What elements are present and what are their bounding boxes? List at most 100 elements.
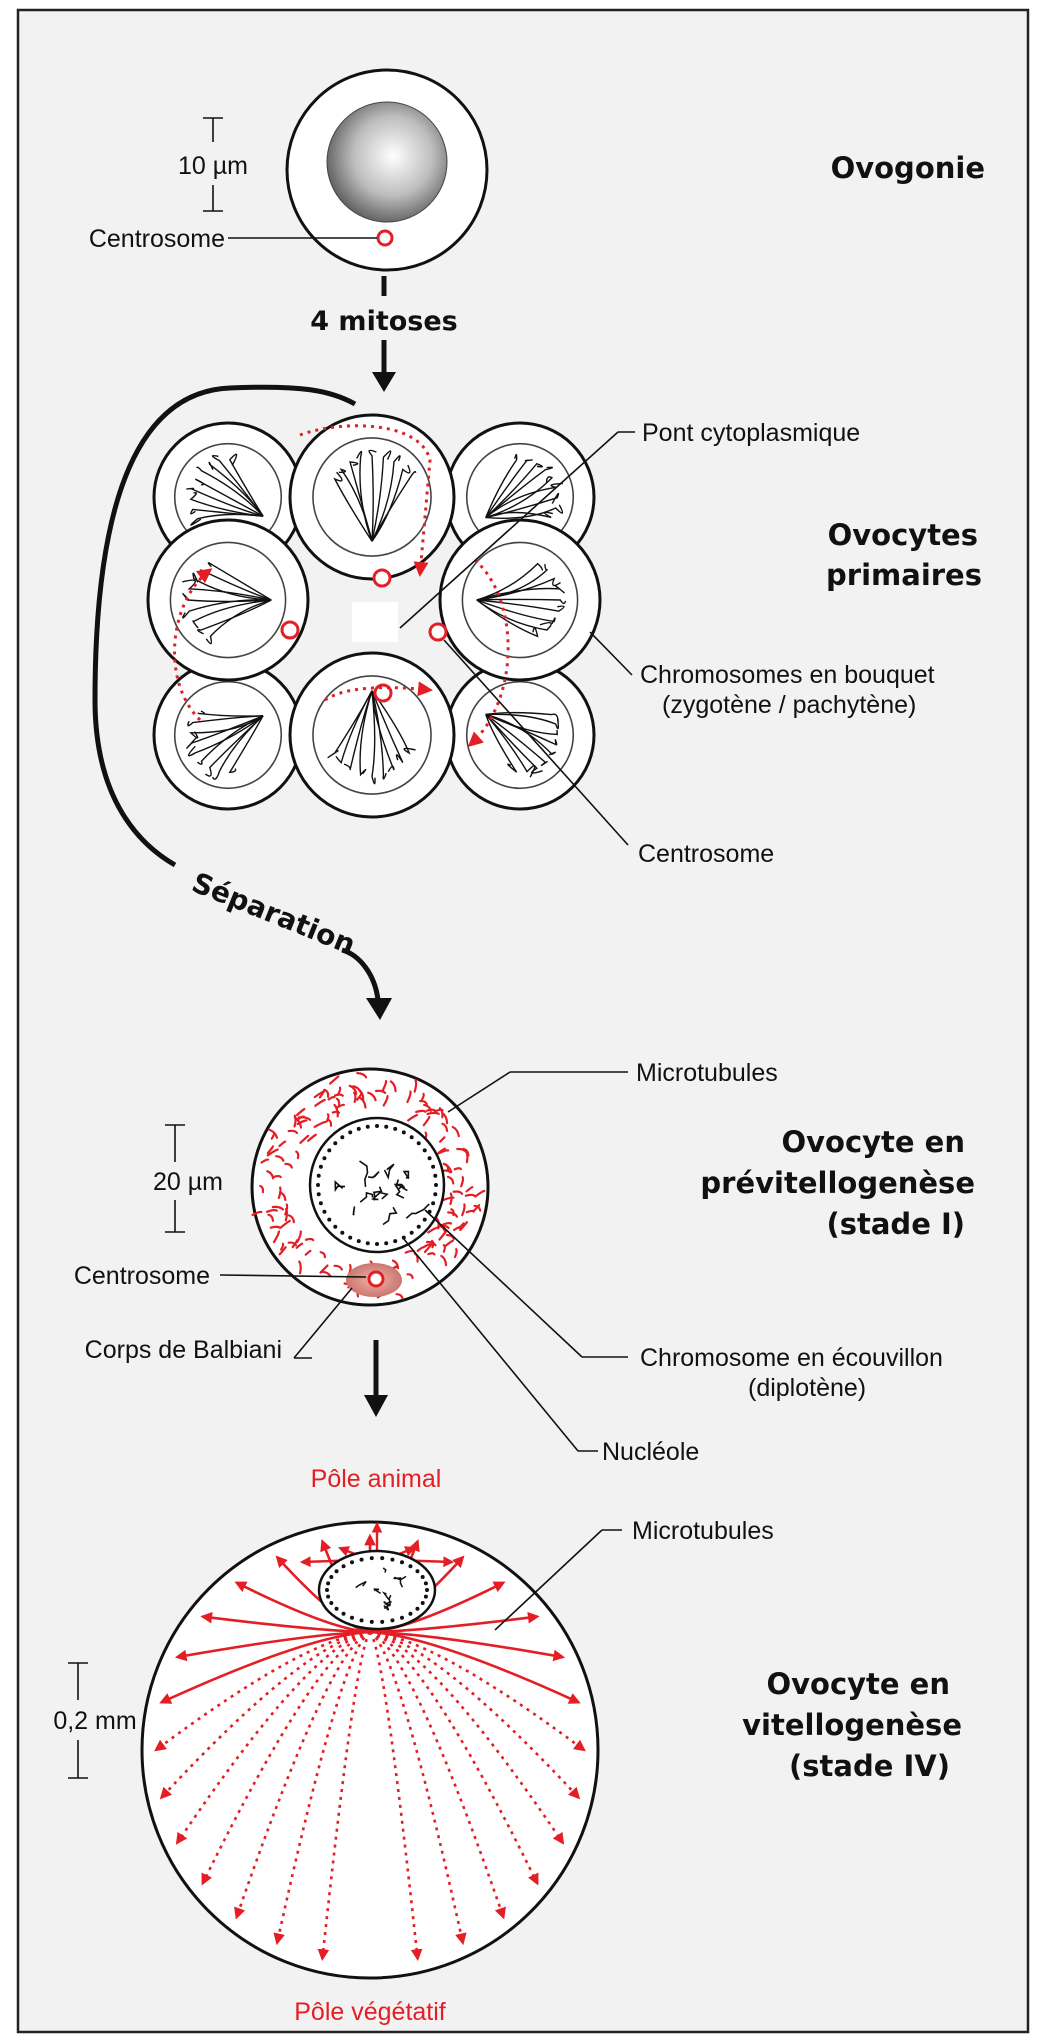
vitello-microtubule-array [369, 1630, 565, 1845]
microtubule-fragment [474, 1189, 486, 1198]
microtubule-fragment [265, 1209, 278, 1213]
microtubule-fragment [389, 1080, 397, 1093]
nuclear-pore [390, 1557, 395, 1562]
microtubule-fragment [295, 1150, 300, 1160]
nuclear-pore [434, 1183, 438, 1187]
vitello-microtubule-array [369, 1630, 539, 1886]
vitello-scale-label: 0,2 mm [53, 1707, 136, 1735]
nuclear-pore [340, 1135, 345, 1140]
microtubule-fragment [260, 1158, 270, 1164]
nuclear-pore [348, 1235, 353, 1240]
cyst-cell-nucleus [173, 680, 283, 790]
microtubule-fragment [446, 1175, 455, 1185]
microtubule-fragment [444, 1239, 455, 1247]
microtubule-fragment [266, 1145, 274, 1155]
cyst-cell-nucleus [312, 675, 432, 795]
microtubule-fragment [280, 1242, 285, 1251]
microtubule-fragment [445, 1234, 456, 1240]
microtubule-fragment [464, 1193, 476, 1197]
nuclear-pore [423, 1594, 428, 1599]
microtubule-fragment [259, 1184, 265, 1194]
microtubule-fragment [447, 1211, 459, 1218]
nuclear-pore [365, 1124, 370, 1129]
nuclear-pore [329, 1574, 334, 1579]
stage-arrow [364, 1340, 388, 1417]
bouquet-chromosome [194, 478, 264, 517]
microtubule-fragment [426, 1108, 437, 1112]
microtubule-fragment [437, 1147, 447, 1154]
bouquet-chromosome [485, 511, 554, 519]
microtubule-fragment [307, 1133, 317, 1142]
bouquet-chromosome [368, 449, 377, 542]
microtubule-fragment [328, 1075, 340, 1085]
vitello-microtubule-array [368, 1631, 423, 1961]
microtubule-fragment [287, 1129, 299, 1135]
microtubule-fragment [391, 1259, 400, 1270]
ovogonie-centrosome-label: Centrosome [89, 225, 225, 253]
vitello-chromosome [383, 1600, 392, 1607]
microtubule-fragment [472, 1204, 481, 1213]
microtubule-fragment [452, 1190, 464, 1195]
cyst-dashed-arrow [467, 558, 510, 748]
microtubule-fragment [459, 1221, 469, 1232]
nuclear-pore [322, 1209, 327, 1214]
microtubule-fragment [416, 1246, 424, 1252]
microtubule-fragment [395, 1293, 404, 1300]
microtubule-fragment [275, 1155, 285, 1162]
microtubule-fragment [333, 1264, 343, 1271]
bouquet-chromosome [197, 710, 264, 717]
bouquet-chromosome [476, 598, 567, 605]
microtubule-fragment [423, 1103, 433, 1112]
vitello-microtubule-array [317, 1631, 372, 1961]
nuclear-pore [326, 1594, 331, 1599]
ovogonie-nucleus [326, 101, 448, 223]
vitello-microtubule-array [369, 1630, 586, 1752]
bouquet-chromosome [189, 492, 264, 517]
nuclear-pore [327, 1217, 332, 1222]
lampbrush-chromosome [359, 1160, 369, 1187]
bouquet-chromosome [371, 690, 404, 763]
microtubule-fragment [453, 1167, 462, 1171]
microtubule-fragment [461, 1203, 466, 1217]
microtubule-fragment [453, 1248, 458, 1259]
microtubule-fragment [279, 1191, 287, 1201]
lampbrush-chromosome [367, 1171, 380, 1179]
primary-oocyte-cyst [146, 413, 602, 819]
microtubule-fragment [295, 1242, 304, 1249]
bouquet-chromosome [371, 690, 395, 773]
bouquet-chromosome [371, 690, 387, 780]
previtello-chromosome-label-1: Chromosome en écouvillon [640, 1344, 943, 1372]
bouquet-chromosome [371, 470, 417, 542]
balbiani-label: Corps de Balbiani [85, 1336, 282, 1364]
nuclear-pore [422, 1148, 427, 1153]
nuclear-pore [393, 1126, 398, 1131]
microtubule-fragment [456, 1147, 468, 1154]
nuclear-pore [341, 1564, 346, 1569]
nuclear-pore [356, 1126, 361, 1131]
vitello-microtubules-label: Microtubules [632, 1517, 774, 1545]
bouquet-chromosome [182, 599, 272, 619]
microtubule-fragment [420, 1092, 425, 1101]
microtubule-fragment [279, 1219, 291, 1229]
microtubule-fragment [272, 1230, 281, 1244]
previtello-centrosome-dot [367, 1270, 385, 1288]
microtubule-fragment [267, 1213, 275, 1222]
bouquet-chromosome [476, 562, 544, 601]
chromosomes-bouquet-label-1: Chromosomes en bouquet [640, 661, 935, 689]
bouquet-chromosome [485, 504, 564, 519]
vitello-cell [140, 1520, 600, 1980]
primaires-title-1: Ovocytes [828, 518, 978, 552]
nuclear-pore [409, 1230, 414, 1235]
nuclear-pore [433, 1192, 438, 1197]
bouquet-chromosome [343, 690, 373, 771]
mitoses-arrow: 4 mitoses [310, 276, 458, 392]
microtubule-fragment [413, 1078, 418, 1093]
vitello-scale-bar: 0,2 mm [53, 1662, 137, 1779]
microtubule-fragment [333, 1093, 344, 1097]
microtubule-fragment [298, 1260, 302, 1275]
vitello-chromosome [383, 1594, 392, 1610]
bouquet-chromosome [228, 453, 264, 517]
lampbrush-chromosome [382, 1206, 398, 1226]
nuclear-pore [380, 1619, 385, 1624]
